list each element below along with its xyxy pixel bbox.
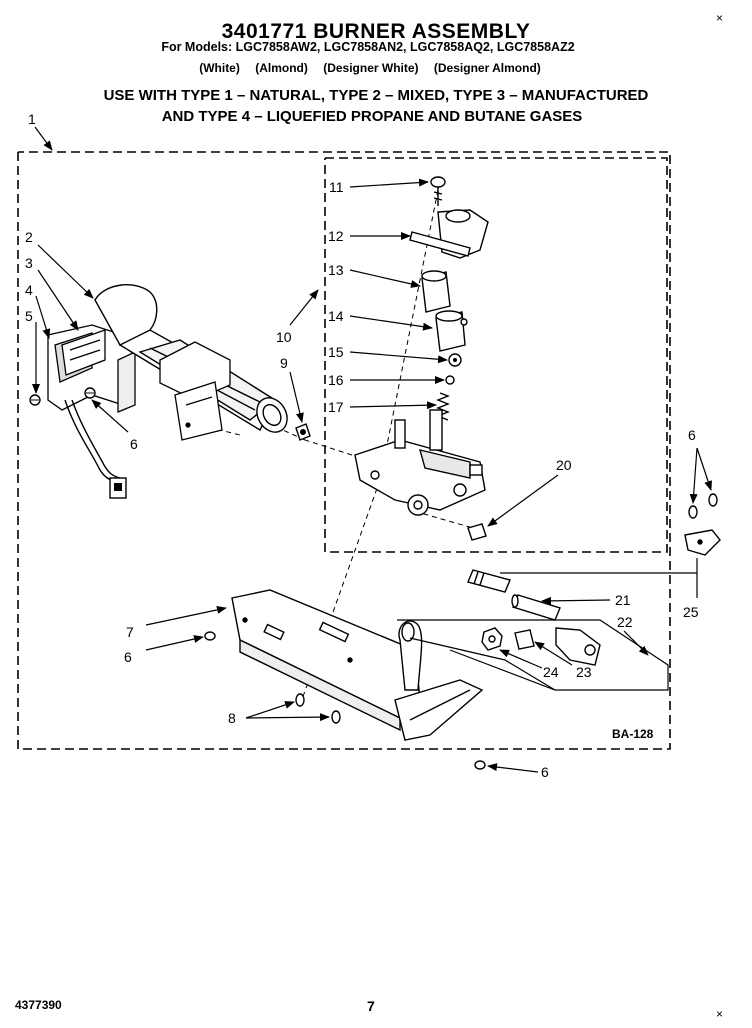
burner-support-bracket bbox=[231, 589, 484, 741]
callout-11: 11 bbox=[329, 179, 344, 195]
assembly-boundary-outer bbox=[17, 151, 671, 750]
screw-part-8-a bbox=[295, 693, 305, 707]
nut-part-24 bbox=[481, 627, 503, 651]
color-almond: (Almond) bbox=[255, 61, 308, 75]
pipe-part-21 bbox=[511, 594, 561, 621]
color-list: (White) (Almond) (Designer White) (Desig… bbox=[50, 61, 690, 75]
screw-part-6-right-a bbox=[688, 505, 698, 519]
elbow-part-22 bbox=[555, 627, 601, 666]
callout-15: 15 bbox=[328, 344, 344, 360]
callout-22: 22 bbox=[617, 614, 633, 630]
gas-type-line-2: AND TYPE 4 – LIQUEFIED PROPANE AND BUTAN… bbox=[161, 108, 583, 125]
callout-7: 7 bbox=[126, 624, 134, 640]
callout-24: 24 bbox=[543, 664, 559, 680]
screw-part-5 bbox=[29, 394, 41, 406]
color-designer-almond: (Designer Almond) bbox=[433, 61, 541, 75]
coil-part-13 bbox=[421, 270, 451, 313]
callout-1: 1 bbox=[28, 111, 36, 127]
orifice-part-9 bbox=[295, 423, 311, 441]
callout-12: 12 bbox=[328, 228, 344, 244]
leader-lines bbox=[32, 126, 712, 773]
callout-17: 17 bbox=[328, 399, 344, 415]
callout-14: 14 bbox=[328, 308, 344, 324]
corner-mark-top: × bbox=[716, 11, 723, 25]
coil-bracket-part-12 bbox=[409, 209, 489, 259]
coil-part-14 bbox=[435, 310, 468, 352]
callout-labels: 1 2 3 4 5 6 7 6 8 9 10 11 12 13 14 15 16… bbox=[25, 111, 699, 780]
callout-2: 2 bbox=[25, 229, 33, 245]
callout-6-bracket: 6 bbox=[124, 649, 132, 665]
callout-3: 3 bbox=[25, 255, 33, 271]
callout-21: 21 bbox=[615, 592, 631, 608]
gas-type-line-1: USE WITH TYPE 1 – NATURAL, TYPE 2 – MIXE… bbox=[103, 87, 649, 104]
burner-mount-plate bbox=[159, 341, 231, 441]
igniter-wires bbox=[64, 399, 121, 484]
model-list: For Models: LGC7858AW2, LGC7858AN2, LGC7… bbox=[161, 40, 575, 54]
callout-6-right: 6 bbox=[688, 427, 696, 443]
fitting-part-20 bbox=[467, 523, 487, 541]
screw-part-6-right-b bbox=[708, 493, 718, 507]
screw-part-6-left bbox=[84, 387, 96, 399]
color-white: (White) bbox=[199, 61, 240, 75]
color-designer-white: (Designer White) bbox=[323, 61, 419, 75]
screw-part-6-bracket bbox=[204, 631, 216, 641]
gas-valve-body bbox=[354, 409, 486, 516]
page-title: 3401771 BURNER ASSEMBLY bbox=[221, 20, 531, 43]
callout-20: 20 bbox=[556, 457, 572, 473]
diagram-code: BA-128 bbox=[612, 727, 654, 741]
part-15 bbox=[448, 353, 462, 367]
valve-group-boundary bbox=[324, 157, 668, 553]
callout-25: 25 bbox=[683, 604, 699, 620]
page-number: 7 bbox=[367, 998, 375, 1014]
pipe-nipple-part-25 bbox=[467, 569, 511, 593]
callout-9: 9 bbox=[280, 355, 288, 371]
callout-6-left: 6 bbox=[130, 436, 138, 452]
fitting-part-23 bbox=[514, 629, 535, 650]
group-bracket-22 bbox=[397, 619, 669, 691]
callout-8: 8 bbox=[228, 710, 236, 726]
callout-6-bottom: 6 bbox=[541, 764, 549, 780]
callout-23: 23 bbox=[576, 664, 592, 680]
callout-13: 13 bbox=[328, 262, 344, 278]
part-16 bbox=[445, 375, 455, 385]
callout-16: 16 bbox=[328, 372, 344, 388]
igniter-bracket bbox=[47, 324, 136, 413]
callout-5: 5 bbox=[25, 308, 33, 324]
document-number: 4377390 bbox=[15, 998, 62, 1012]
screw-part-11 bbox=[430, 176, 446, 206]
corner-mark-bottom: × bbox=[716, 1007, 723, 1021]
callout-4: 4 bbox=[25, 282, 33, 298]
callout-10: 10 bbox=[276, 329, 292, 345]
clip-part-25 bbox=[684, 529, 721, 556]
screw-part-8-b bbox=[331, 710, 341, 724]
screw-part-6-bottom bbox=[474, 760, 486, 770]
